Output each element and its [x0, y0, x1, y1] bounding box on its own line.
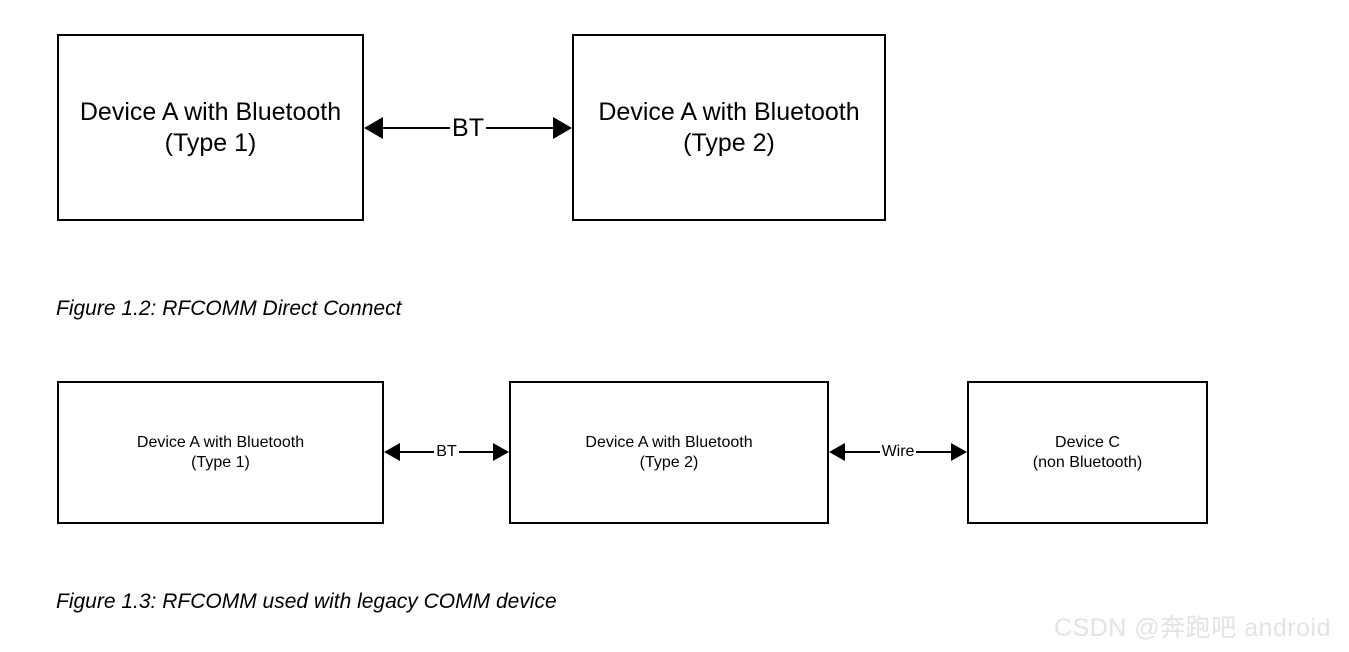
node-label: Device A with Bluetooth (Type 1) [137, 433, 304, 472]
node-label-line-2: (non Bluetooth) [1032, 453, 1143, 471]
node-label-line-2: (Type 1) [164, 128, 257, 157]
node-label-line-1: Device C [1055, 433, 1120, 451]
arrow-head-right-icon [951, 443, 968, 461]
connector-bt-fig13: BT [384, 440, 510, 464]
node-label-line-1: Device A with Bluetooth [79, 98, 342, 126]
node-device-a-type-1-fig13: Device A with Bluetooth (Type 1) [57, 381, 384, 524]
connector-label: BT [436, 443, 457, 460]
node-label-line-2: (Type 1) [191, 453, 250, 471]
arrow-line [485, 127, 554, 129]
csdn-watermark: CSDN @奔跑吧 android [1053, 614, 1331, 642]
arrow-line [916, 451, 952, 453]
node-label: Device A with Bluetooth (Type 2) [585, 433, 752, 472]
node-label: Device C (non Bluetooth) [1033, 433, 1142, 472]
node-label-line-2: (Type 2) [639, 453, 699, 471]
connector-label: Wire [881, 443, 915, 460]
arrow-line [400, 451, 435, 453]
node-label: Device A with Bluetooth (Type 1) [80, 97, 341, 158]
node-device-a-type-2-fig12: Device A with Bluetooth (Type 2) [572, 34, 886, 221]
connector-bt-fig12: BT [364, 113, 573, 142]
arrow-line [383, 127, 451, 129]
node-device-a-type-2-fig13: Device A with Bluetooth (Type 2) [509, 381, 829, 524]
arrow-line [458, 451, 494, 453]
node-label-line-1: Device A with Bluetooth [136, 433, 305, 451]
arrow-head-left-icon [384, 443, 400, 461]
arrow-head-left-icon [829, 443, 845, 461]
arrow-head-left-icon [364, 117, 383, 139]
node-device-a-type-1-fig12: Device A with Bluetooth (Type 1) [57, 34, 364, 221]
figure-1-3-caption: Figure 1.3: RFCOMM used with legacy COMM… [56, 590, 557, 613]
node-label-line-1: Device A with Bluetooth [585, 433, 753, 451]
arrow-head-right-icon [493, 443, 510, 461]
arrow-head-right-icon [553, 117, 573, 139]
node-label-line-2: (Type 2) [683, 128, 775, 157]
connector-wire-fig13: Wire [829, 440, 968, 464]
node-label-line-1: Device A with Bluetooth [598, 98, 860, 126]
node-label: Device A with Bluetooth (Type 2) [598, 97, 859, 158]
figure-1-2-caption: Figure 1.2: RFCOMM Direct Connect [56, 297, 402, 320]
arrow-line [845, 451, 880, 453]
node-device-c-fig13: Device C (non Bluetooth) [967, 381, 1208, 524]
connector-label: BT [452, 113, 484, 142]
